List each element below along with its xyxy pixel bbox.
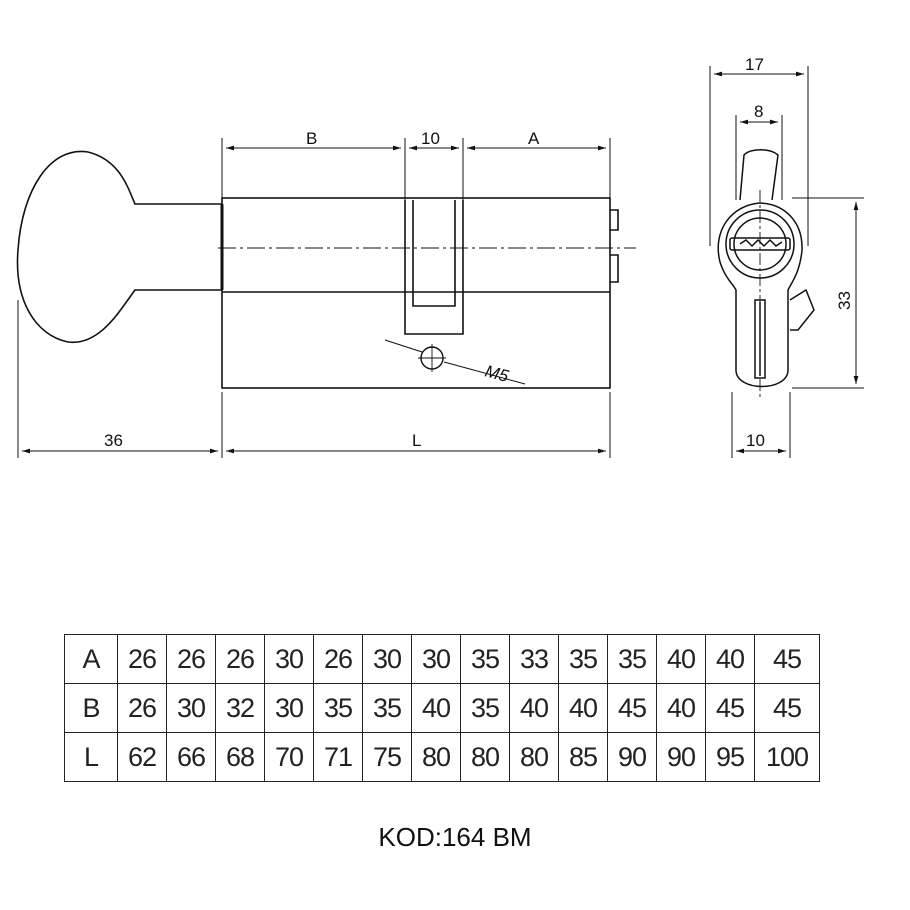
table-cell: 45: [754, 634, 820, 684]
table-cell: 35: [460, 683, 510, 733]
table-cell: 45: [705, 683, 755, 733]
side-dimensions: [709, 66, 864, 458]
table-cell: 40: [411, 683, 461, 733]
dim-thirty-three: 33: [835, 291, 854, 310]
thread-label: M5: [483, 362, 511, 387]
table-cell: 35: [313, 683, 363, 733]
table-cell: 26: [117, 634, 167, 684]
table-cell: 68: [215, 732, 265, 782]
screw-hole: [384, 339, 526, 385]
table-cell: 100: [754, 732, 820, 782]
table-cell: 35: [362, 683, 412, 733]
table-cell: 30: [264, 634, 314, 684]
key-bow: [16, 150, 222, 343]
table-cell: 35: [607, 634, 657, 684]
table-cell: 33: [509, 634, 559, 684]
dim-B: B: [306, 129, 317, 148]
table-cell: 95: [705, 732, 755, 782]
table-cell: 45: [607, 683, 657, 733]
table-cell: 40: [705, 634, 755, 684]
row-label: B: [64, 683, 118, 733]
dim-ten-side: 10: [746, 431, 765, 450]
table-cell: 30: [411, 634, 461, 684]
table-cell: 32: [215, 683, 265, 733]
table-cell: 75: [362, 732, 412, 782]
product-code: KOD:164 BM: [378, 822, 532, 852]
table-cell: 45: [754, 683, 820, 733]
side-view: [717, 149, 815, 388]
table-cell: 71: [313, 732, 363, 782]
table-cell: 26: [215, 634, 265, 684]
table-cell: 40: [656, 683, 706, 733]
table-cell: 35: [558, 634, 608, 684]
dim-thirty-six: 36: [104, 431, 123, 450]
dim-eight: 8: [754, 102, 763, 121]
table-cell: 90: [656, 732, 706, 782]
table-cell: 80: [411, 732, 461, 782]
table-cell: 40: [509, 683, 559, 733]
dim-L: L: [412, 431, 421, 450]
table-cell: 66: [166, 732, 216, 782]
table-cell: 26: [166, 634, 216, 684]
front-dimensions: [17, 138, 611, 458]
dim-A: A: [528, 129, 540, 148]
dim-ten-top: 10: [421, 129, 440, 148]
table-cell: 30: [166, 683, 216, 733]
table-cell: 85: [558, 732, 608, 782]
table-cell: 26: [117, 683, 167, 733]
table-cell: 70: [264, 732, 314, 782]
table-cell: 80: [509, 732, 559, 782]
table-cell: 26: [313, 634, 363, 684]
table-cell: 40: [558, 683, 608, 733]
table-cell: 30: [362, 634, 412, 684]
table-cell: 35: [460, 634, 510, 684]
row-label: L: [64, 732, 118, 782]
table-cell: 30: [264, 683, 314, 733]
table-cell: 62: [117, 732, 167, 782]
table-cell: 80: [460, 732, 510, 782]
table-cell: 90: [607, 732, 657, 782]
dim-seventeen: 17: [745, 55, 764, 74]
row-label: A: [64, 634, 118, 684]
cylinder-body: [220, 197, 619, 389]
table-cell: 40: [656, 634, 706, 684]
